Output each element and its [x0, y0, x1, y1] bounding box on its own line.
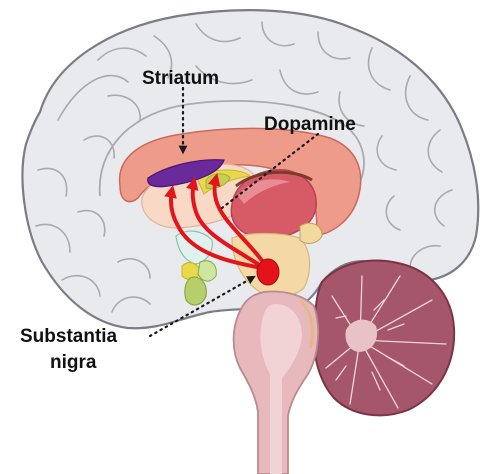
cerebellum — [314, 261, 455, 416]
striatum-label: Striatum — [142, 68, 219, 89]
pineal-gland — [300, 223, 322, 243]
dopamine-label: Dopamine — [264, 114, 356, 135]
substantia-nigra-label-line2: nigra — [50, 352, 97, 373]
pituitary-lobe — [198, 261, 216, 281]
pituitary-gland — [185, 277, 207, 305]
substantia-nigra-dot — [257, 259, 279, 285]
substantia-nigra-label-line1: Substantia — [20, 326, 118, 347]
